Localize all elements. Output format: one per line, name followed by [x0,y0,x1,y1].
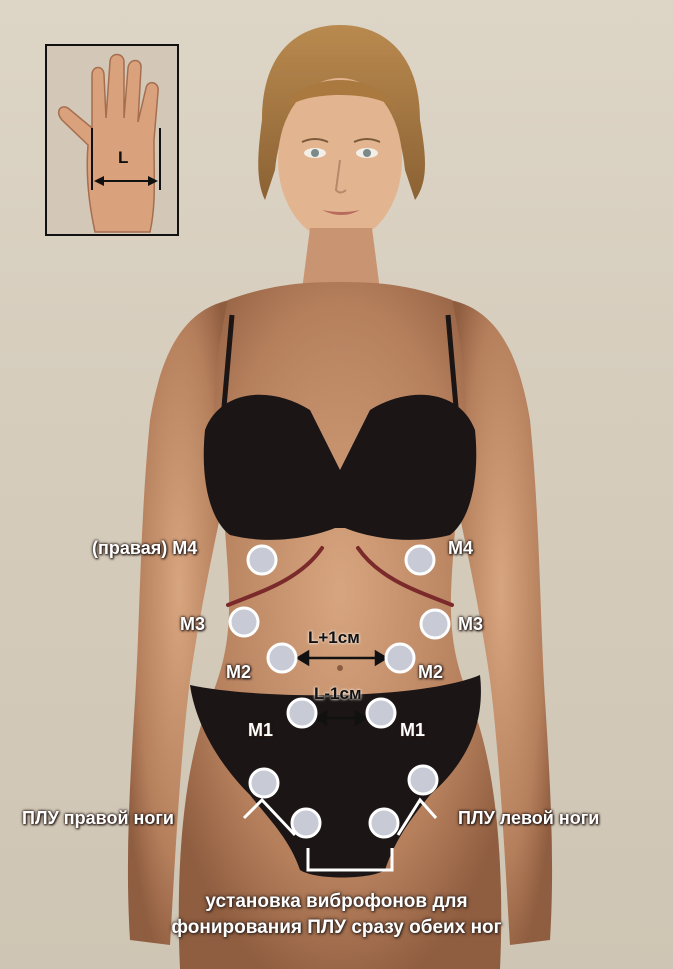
caption-line-2: фонирования ПЛУ сразу обеих ног [0,916,673,940]
label-m1-left: М1 [400,720,425,741]
hand-inset [46,45,178,235]
marker-leg-right-lower [292,809,320,837]
label-m4-left: М4 [448,538,473,559]
marker-m1-right [288,699,316,727]
marker-leg-right-upper [250,769,278,797]
marker-m4-right [248,546,276,574]
label-m1-right: М1 [248,720,273,741]
marker-leg-left-lower [370,809,398,837]
label-m2-left: М2 [418,662,443,683]
marker-m2-right [268,644,296,672]
marker-m3-left [421,610,449,638]
label-m4-right: (правая) М4 [92,538,197,559]
hand-width-label: L [118,148,128,168]
label-m2-right: М2 [226,662,251,683]
marker-m2-left [386,644,414,672]
distance-label-upper: L+1см [308,628,360,648]
marker-m4-left [406,546,434,574]
marker-m3-right [230,608,258,636]
label-m3-right: М3 [180,614,205,635]
marker-leg-left-upper [409,766,437,794]
neck [302,228,380,290]
distance-label-lower: L-1см [314,684,362,704]
marker-m1-left [367,699,395,727]
caption-line-1: установка виброфонов для [0,890,673,914]
label-m3-left: М3 [458,614,483,635]
label-right-leg: ПЛУ правой ноги [22,808,174,829]
label-left-leg: ПЛУ левой ноги [458,808,599,829]
